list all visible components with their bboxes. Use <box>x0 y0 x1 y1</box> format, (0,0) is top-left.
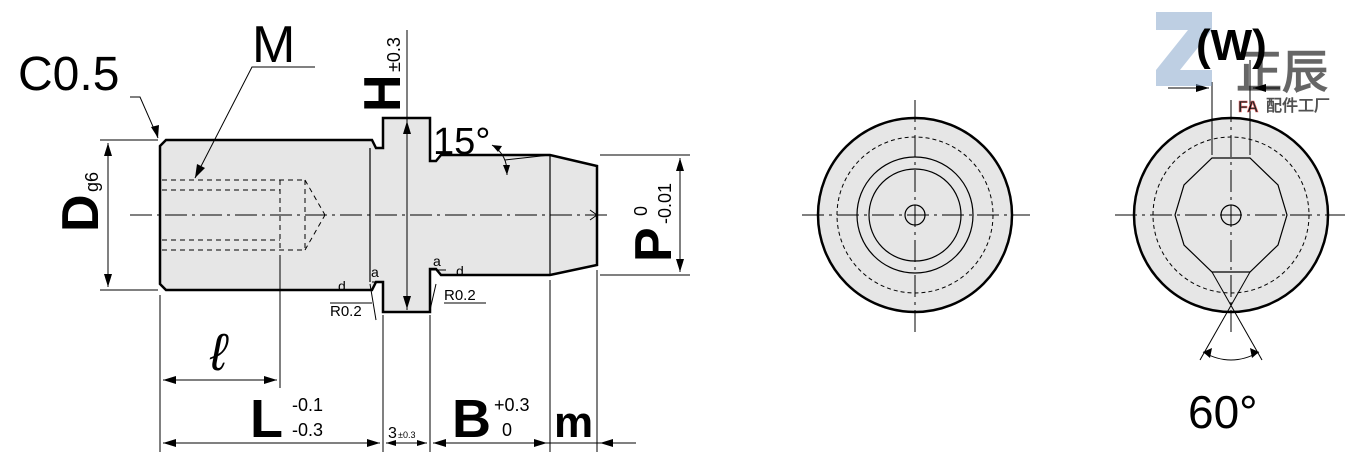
length-ell-label: ℓ <box>209 324 229 382</box>
dimension-lines <box>100 30 690 452</box>
length-b-tol-top: +0.3 <box>494 395 530 415</box>
groove-a2-label: a <box>433 253 441 269</box>
diameter-d-label: D <box>52 194 110 232</box>
angle-60-label: 60° <box>1188 386 1258 438</box>
groove-r-label: R0.2 <box>330 303 362 320</box>
length-b-label: B <box>452 389 491 449</box>
groove-r2-label: R0.2 <box>444 287 476 304</box>
watermark-sub: 配件工厂 <box>1266 96 1330 115</box>
width-w-label: (W) <box>1196 21 1267 70</box>
angle-15-label: 15° <box>433 121 490 163</box>
flange-width-tol: ±0.3 <box>398 430 415 440</box>
diameter-p-tol-top: 0 <box>631 206 651 216</box>
length-b-tol-bottom: 0 <box>502 420 512 440</box>
hidden-thread-bore <box>162 179 326 251</box>
watermark-mark <box>1156 12 1212 86</box>
chamfer-label: C0.5 <box>18 48 119 101</box>
groove-a-label: a <box>371 264 379 280</box>
diameter-p-label: P <box>625 227 683 262</box>
side-view-details <box>130 148 610 282</box>
watermark-fa: FA <box>1238 99 1259 116</box>
groove-d2-label: d <box>456 263 464 279</box>
diameter-p-tol-bottom: -0.01 <box>655 183 675 224</box>
end-view-round <box>802 100 1030 333</box>
thread-label: M <box>252 16 295 74</box>
length-l-tol-top: -0.1 <box>292 395 323 415</box>
flange-height-tol: ±0.3 <box>384 37 404 72</box>
arrowheads <box>104 121 684 447</box>
watermark-logo: 正辰 FA 配件工厂 <box>1156 12 1330 116</box>
groove-d-label: d <box>338 278 346 294</box>
diameter-d-tol: g6 <box>82 172 102 192</box>
watermark-brand: 正辰 <box>1236 46 1328 98</box>
length-l-label: L <box>250 389 283 449</box>
length-l-tol-bottom: -0.3 <box>292 420 323 440</box>
taper-point <box>589 214 598 221</box>
taper-point <box>589 209 598 216</box>
length-m-label: m <box>554 398 593 447</box>
flange-width-label: 3 <box>388 425 397 442</box>
flange-height-label: H <box>354 74 412 112</box>
side-view-labels: C0.5 M H ±0.3 15° D g6 P 0 -0.01 d a R0.… <box>18 16 683 449</box>
end-view-hex <box>1115 60 1345 361</box>
